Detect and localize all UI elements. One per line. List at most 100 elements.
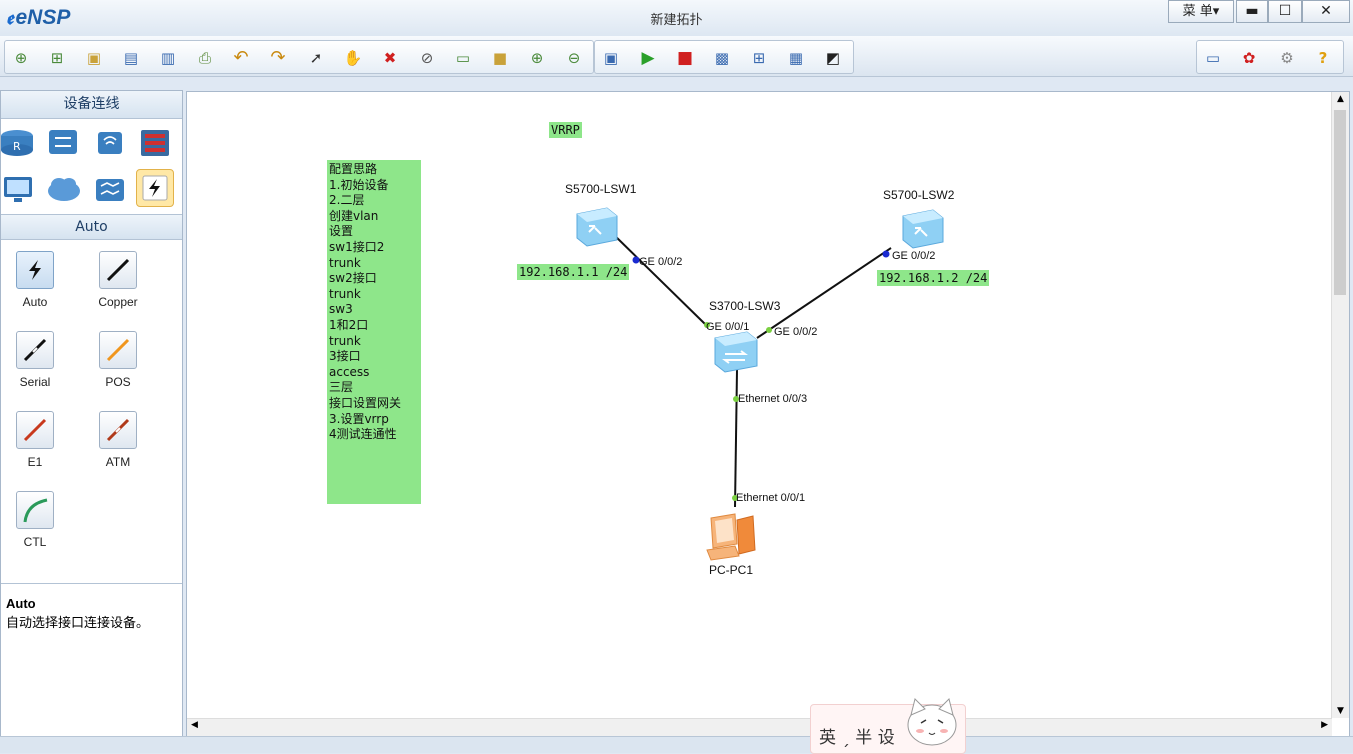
sticker-text: 英 ˏ 半 设 bbox=[819, 728, 895, 748]
port-dot bbox=[766, 327, 772, 333]
note-line: 4测试连通性 bbox=[329, 427, 397, 442]
text-note-icon[interactable]: ▭ bbox=[455, 49, 471, 67]
print-icon[interactable]: ⎙ bbox=[198, 49, 211, 67]
redo-icon[interactable]: ↷ bbox=[270, 47, 286, 68]
window-title: 新建拓扑 bbox=[650, 13, 703, 28]
new-topology-icon[interactable]: ⊕ bbox=[14, 49, 28, 67]
note-line: sw3 bbox=[329, 302, 353, 317]
cable-ctl[interactable]: CTL bbox=[15, 491, 55, 549]
device-panel-header: 设备连线 bbox=[1, 91, 182, 119]
topology-canvas[interactable]: VRRP 配置思路 1.初始设备 2.二层 创建vlan 设置 sw1接口2 t… bbox=[186, 91, 1350, 737]
open-folder-icon[interactable]: ▣ bbox=[86, 49, 102, 67]
link-lsw1-lsw3[interactable] bbox=[610, 231, 706, 325]
cable-copper[interactable]: Copper bbox=[98, 251, 138, 309]
pointer-icon[interactable]: ➚ bbox=[309, 49, 323, 67]
note-line: sw1接口2 bbox=[329, 239, 385, 254]
cat-mascot-icon bbox=[907, 698, 957, 746]
note-line: 接口设置网关 bbox=[329, 395, 402, 410]
lsw1-label: S5700-LSW1 bbox=[565, 182, 637, 196]
cable-panel-header: Auto bbox=[1, 214, 182, 240]
cable-serial[interactable]: Serial bbox=[15, 331, 55, 389]
start-device-icon[interactable]: ▶ bbox=[641, 48, 655, 68]
lsw3-switch-icon[interactable] bbox=[711, 328, 761, 374]
capture-icon[interactable]: ▩ bbox=[714, 49, 730, 67]
huawei-icon[interactable]: ✿ bbox=[1242, 49, 1256, 67]
cable-pos[interactable]: POS bbox=[98, 331, 138, 389]
feedback-icon[interactable]: ▭ bbox=[1205, 49, 1221, 67]
horizontal-scrollbar[interactable]: ◀ ▶ bbox=[187, 718, 1332, 736]
screenshot-icon[interactable]: ◩ bbox=[825, 49, 841, 67]
port-dot bbox=[733, 396, 739, 402]
pc1-computer-icon[interactable] bbox=[705, 510, 759, 562]
cable-atm[interactable]: ATM bbox=[98, 411, 138, 469]
restore-view-icon[interactable]: ▣ bbox=[603, 49, 619, 67]
note-line: 3.设置vrrp bbox=[329, 411, 389, 426]
port-dot bbox=[704, 322, 710, 328]
lsw3-down-port-label: Ethernet 0/0/3 bbox=[738, 393, 808, 405]
svg-text:R: R bbox=[13, 140, 21, 153]
cable-auto[interactable]: Auto bbox=[15, 251, 55, 309]
scroll-left-icon[interactable]: ◀ bbox=[191, 720, 198, 730]
connection-category-selected[interactable] bbox=[136, 169, 174, 207]
router-icon[interactable]: R bbox=[0, 124, 35, 160]
config-note[interactable]: 配置思路 1.初始设备 2.二层 创建vlan 设置 sw1接口2 trunk … bbox=[327, 160, 421, 504]
ctl-cable-icon bbox=[16, 491, 54, 529]
topology-icon[interactable]: ⊞ bbox=[752, 49, 766, 67]
auto-cable-icon bbox=[16, 251, 54, 289]
note-line: 设置 bbox=[329, 224, 354, 239]
pc1-label: PC-PC1 bbox=[709, 563, 754, 577]
link-lsw3-pc1[interactable] bbox=[734, 369, 738, 508]
close-button[interactable]: ✕ bbox=[1302, 0, 1350, 23]
hand-icon[interactable]: ✋ bbox=[343, 49, 363, 67]
delete-icon[interactable]: ✖ bbox=[383, 49, 397, 67]
save-icon[interactable]: ▤ bbox=[123, 49, 139, 67]
stop-device-icon[interactable]: ■ bbox=[676, 48, 694, 68]
vertical-scroll-thumb[interactable] bbox=[1334, 110, 1346, 295]
menu-button[interactable]: 菜 单▾ bbox=[1168, 0, 1234, 23]
settings-gear-icon[interactable]: ⚙ bbox=[1280, 49, 1294, 67]
wireless-icon[interactable] bbox=[92, 124, 128, 160]
other-devices-icon[interactable] bbox=[92, 171, 128, 207]
lsw1-switch-icon[interactable] bbox=[573, 204, 621, 248]
lsw2-switch-icon[interactable] bbox=[899, 206, 947, 250]
device-categories: R bbox=[1, 119, 182, 213]
cable-label: Copper bbox=[98, 295, 138, 309]
zoom-in-icon[interactable]: ⊕ bbox=[530, 49, 544, 67]
cable-label: CTL bbox=[23, 535, 47, 549]
minimize-button[interactable]: ▬ bbox=[1236, 0, 1268, 23]
lsw3-right-port-label: GE 0/0/2 bbox=[774, 326, 818, 338]
save-as-icon[interactable]: ▥ bbox=[160, 49, 176, 67]
scroll-up-icon[interactable]: ▲ bbox=[1337, 94, 1344, 104]
toolbar-group-help: ▭ ✿ ⚙ ? bbox=[1196, 40, 1344, 74]
firewall-icon[interactable] bbox=[137, 124, 173, 160]
note-line: sw2接口 bbox=[329, 271, 377, 286]
lsw2-ip-tag[interactable]: 192.168.1.2 /24 bbox=[877, 270, 990, 286]
sticker-overlay: 英 ˏ 半 设 bbox=[810, 698, 966, 754]
zoom-out-icon[interactable]: ⊖ bbox=[567, 49, 581, 67]
lsw1-ip-tag[interactable]: 192.168.1.1 /24 bbox=[517, 264, 630, 280]
port-dot bbox=[632, 256, 640, 264]
delete-link-icon[interactable]: ⊘ bbox=[420, 49, 434, 67]
scroll-down-icon[interactable]: ▼ bbox=[1337, 706, 1344, 716]
status-bar bbox=[0, 736, 1353, 753]
rectangle-icon[interactable]: ■ bbox=[492, 49, 508, 67]
note-line: access bbox=[329, 364, 370, 379]
lightning-icon bbox=[142, 175, 168, 201]
vertical-scrollbar[interactable]: ▲ ▼ bbox=[1331, 92, 1349, 718]
cable-label: ATM bbox=[105, 455, 131, 469]
switch-icon[interactable] bbox=[45, 124, 81, 160]
scroll-right-icon[interactable]: ▶ bbox=[1321, 720, 1328, 730]
link-lsw2-lsw3[interactable] bbox=[756, 247, 892, 339]
topology-title-tag[interactable]: VRRP bbox=[549, 122, 582, 138]
undo-icon[interactable]: ↶ bbox=[233, 47, 249, 68]
help-icon[interactable]: ? bbox=[1318, 49, 1328, 67]
device-panel: 设备连线 R Auto Auto Copper Serial POS E1 AT… bbox=[0, 90, 183, 736]
cable-e1[interactable]: E1 bbox=[15, 411, 55, 469]
new-example-icon[interactable]: ⊞ bbox=[50, 49, 64, 67]
cloud-icon[interactable] bbox=[46, 171, 82, 207]
note-line: 配置思路 bbox=[329, 162, 378, 176]
pos-cable-icon bbox=[99, 331, 137, 369]
pc-icon[interactable] bbox=[0, 171, 36, 207]
grid-icon[interactable]: ▦ bbox=[788, 49, 804, 67]
maximize-button[interactable]: ☐ bbox=[1268, 0, 1302, 23]
